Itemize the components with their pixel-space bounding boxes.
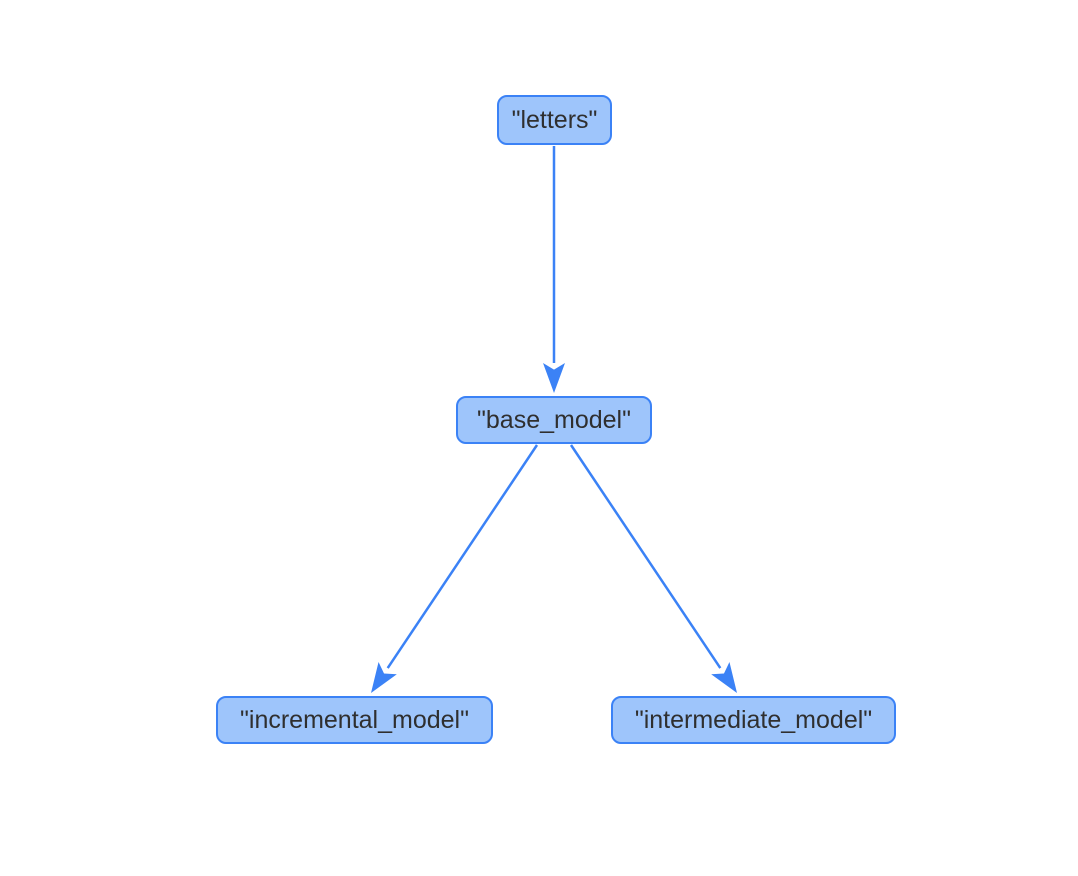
node-base-model[interactable]: "base_model": [456, 396, 652, 444]
edge-letters-base_model-arrowhead-icon: [543, 363, 565, 393]
node-base-model-label: "base_model": [477, 405, 631, 434]
node-letters-label: "letters": [511, 105, 598, 134]
node-intermediate-model[interactable]: "intermediate_model": [611, 696, 896, 744]
node-intermediate-model-label: "intermediate_model": [634, 705, 873, 734]
edge-base_model-intermediate_model-arrowhead-icon: [711, 661, 737, 693]
node-letters[interactable]: "letters": [497, 95, 612, 145]
node-incremental-model-label: "incremental_model": [240, 705, 469, 734]
edge-base_model-intermediate_model-line: [569, 444, 722, 669]
node-incremental-model[interactable]: "incremental_model": [216, 696, 493, 744]
edges-group: [371, 146, 737, 693]
edge-base_model-incremental_model-arrowhead-icon: [371, 661, 397, 693]
edge-base_model-incremental_model-line: [386, 444, 539, 669]
